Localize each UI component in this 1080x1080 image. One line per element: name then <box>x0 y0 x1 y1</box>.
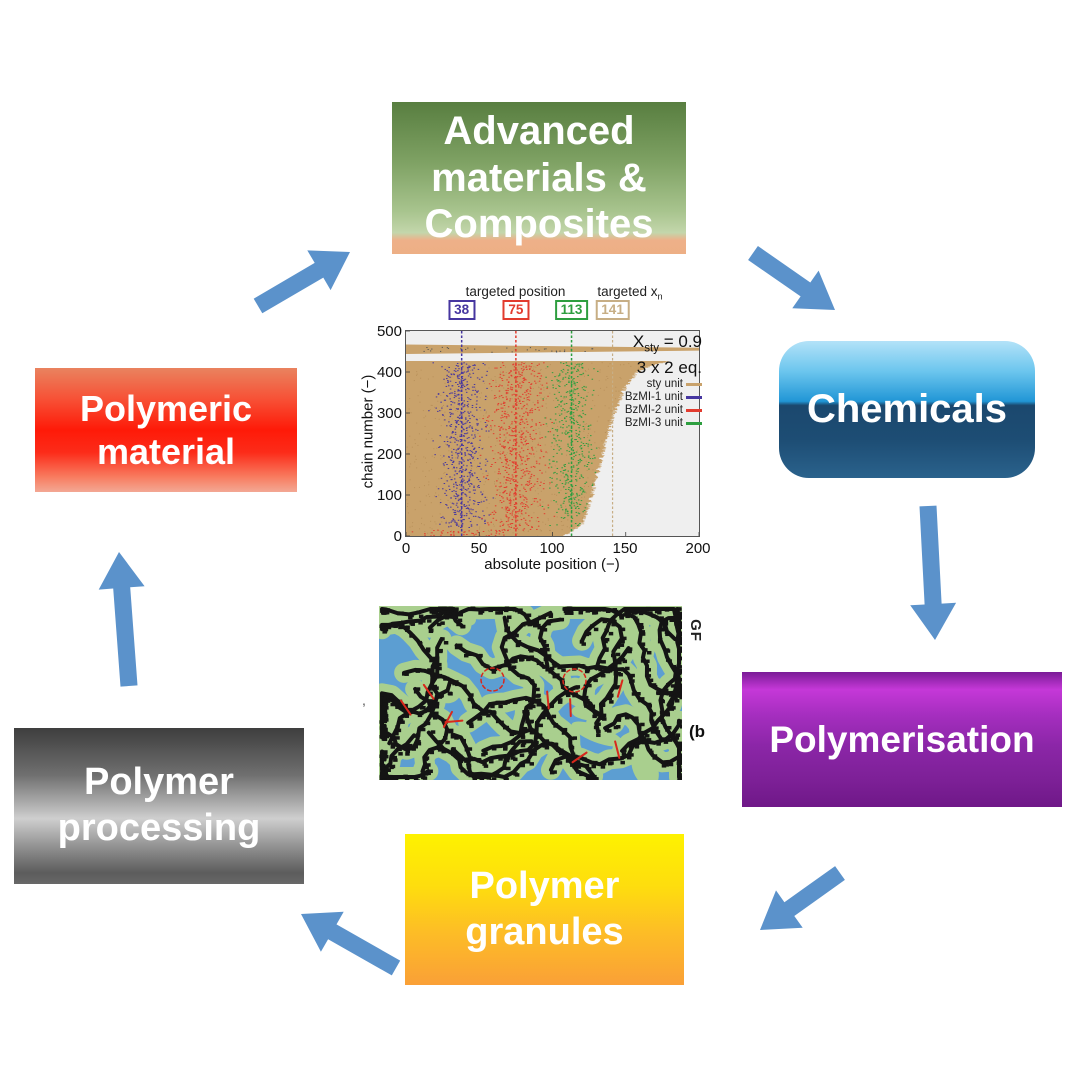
panel-b-label: (b <box>689 722 706 741</box>
node-polymer-processing: Polymer processing <box>14 728 304 884</box>
node-label-line: material <box>96 431 236 472</box>
node-label-line: Composites <box>424 202 654 247</box>
node-label: Chemicals <box>806 387 1008 431</box>
node-label-line: Polymeric <box>79 387 253 429</box>
morphology-canvas <box>379 606 682 780</box>
y-tick: 400 <box>376 364 402 381</box>
arrow-chemicals-to-polymerisation <box>910 505 957 640</box>
arrow-processing-to-material <box>98 552 145 687</box>
gf-axis-label: GF <box>686 619 704 642</box>
arrow-polymerisation-to-granules <box>760 866 845 930</box>
kinetics-scatter-figure: targeted position targeted xn 38 75 113 … <box>350 283 716 578</box>
targeted-value-box: 38 <box>448 300 476 320</box>
left-tick-mark: , <box>362 692 366 708</box>
x-tick: 0 <box>401 540 411 557</box>
legend-swatch <box>686 395 702 399</box>
node-label: Polymeric material <box>80 387 252 473</box>
y-tick: 200 <box>376 446 402 463</box>
node-label: Polymerisation <box>769 718 1035 760</box>
legend-item: BzMI-3 unit <box>625 417 702 430</box>
y-axis-label: chain number (−) <box>359 374 377 489</box>
targeted-position-label: targeted position <box>465 284 566 299</box>
legend-item: sty unit <box>625 378 702 391</box>
legend-swatch <box>686 421 702 425</box>
targeted-xn-label: targeted xn <box>597 284 663 302</box>
y-tick: 100 <box>376 487 402 504</box>
targeted-value-box: 141 <box>595 300 630 320</box>
targeted-value-box: 113 <box>554 300 589 320</box>
x-tick: 50 <box>470 540 488 557</box>
legend-item: BzMI-2 unit <box>625 404 702 417</box>
node-advanced-materials-composites: Advanced materials & Composites <box>392 102 686 254</box>
node-label-line: granules <box>465 910 624 953</box>
node-label: Polymer processing <box>58 760 261 851</box>
targeted-value-box: 75 <box>502 300 530 320</box>
node-label: Advanced materials & Composites <box>425 108 654 247</box>
node-label-line: Advanced <box>443 109 635 154</box>
node-polymerisation: Polymerisation <box>742 672 1062 807</box>
legend-swatch <box>686 382 702 386</box>
x-axis-label: absolute position (−) <box>484 556 620 573</box>
y-tick: 500 <box>376 323 402 340</box>
arrow-advanced-to-chemicals <box>748 246 835 310</box>
arrow-granules-to-processing <box>301 911 401 976</box>
annotation-eq: 3 x 2 eq. <box>636 358 702 378</box>
node-polymeric-material: Polymeric material <box>35 368 297 492</box>
annotation-xsty: Xsty = 0.9 <box>632 332 702 355</box>
x-tick: 100 <box>539 540 565 557</box>
y-tick: 300 <box>376 405 402 422</box>
x-tick: 150 <box>612 540 638 557</box>
kinetics-plot-canvas <box>405 330 700 537</box>
node-label: Polymer granules <box>465 864 623 955</box>
node-label-line: Polymer <box>469 864 620 907</box>
x-tick: 200 <box>685 540 711 557</box>
y-tick: 0 <box>393 528 402 545</box>
arrow-material-to-advanced <box>253 250 350 314</box>
node-label-line: Polymer <box>84 761 234 804</box>
node-chemicals: Chemicals <box>779 341 1035 478</box>
legend-item: BzMI-1 unit <box>625 391 702 404</box>
morphology-figure: GF (b , <box>362 600 722 792</box>
node-label-line: materials & <box>431 155 647 200</box>
node-label-line: processing <box>57 807 261 849</box>
plot-legend: Xsty = 0.9 3 x 2 eq. sty unit BzMI-1 uni… <box>625 332 702 430</box>
legend-swatch <box>686 408 702 412</box>
node-polymer-granules: Polymer granules <box>405 834 684 985</box>
